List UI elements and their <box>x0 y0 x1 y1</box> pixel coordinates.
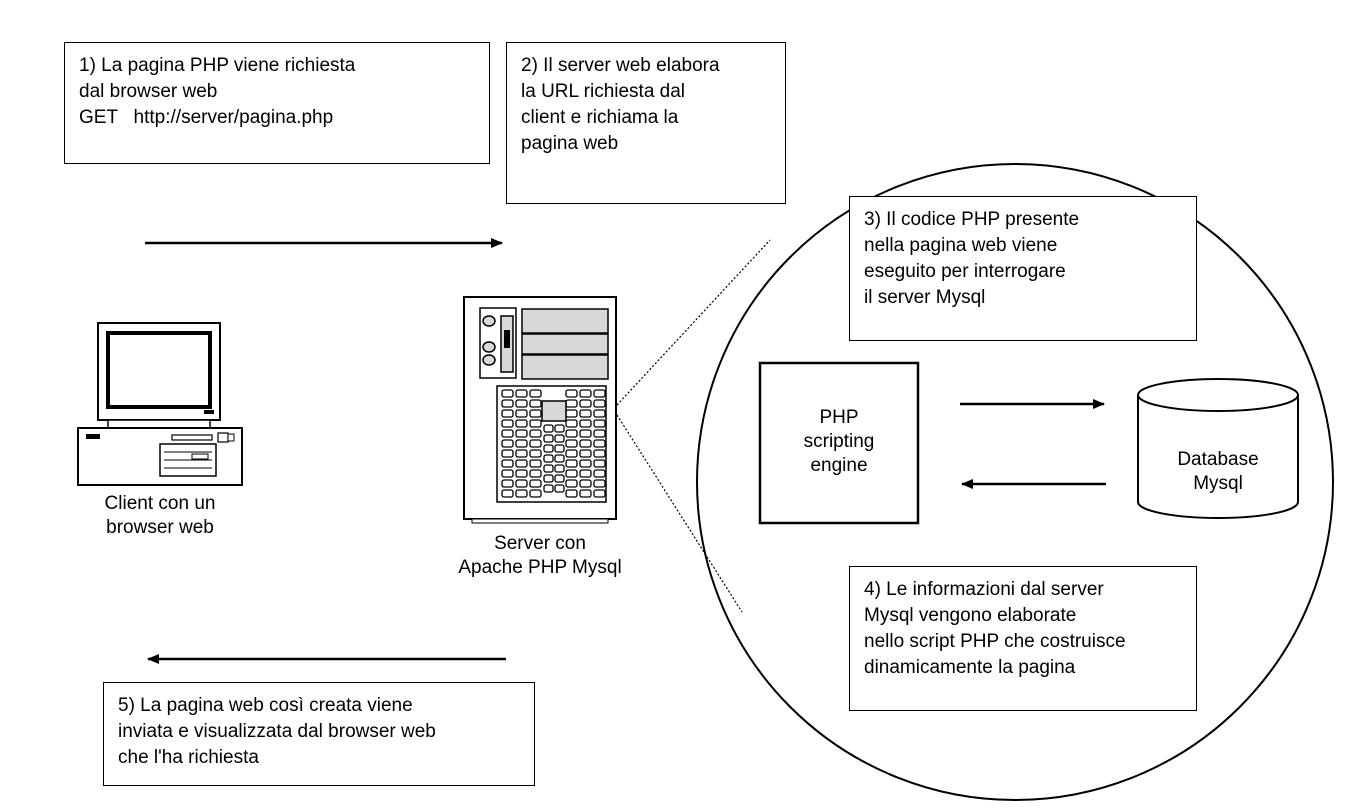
server-grid-cell <box>529 449 542 458</box>
database-icon <box>1137 378 1299 519</box>
server-grid-cell <box>579 459 592 468</box>
server-grid-cell <box>593 489 606 498</box>
server-grid-cell <box>515 409 528 418</box>
server-grid-cell <box>565 479 578 488</box>
server-grid-cell <box>515 399 528 408</box>
server-grid-cell <box>593 389 606 398</box>
client-computer-icon <box>77 322 243 486</box>
server-grid-cell <box>565 469 578 478</box>
server-label: Server con Apache PHP Mysql <box>458 533 622 578</box>
server-grid-cell <box>579 469 592 478</box>
server-grid-cell <box>529 469 542 478</box>
server-grid-cell <box>529 389 542 398</box>
server-grid-cell <box>515 419 528 428</box>
php-engine-box <box>758 361 920 525</box>
server-grid-cell <box>579 479 592 488</box>
server-grid-cell <box>593 459 606 468</box>
server-grid-cell <box>579 419 592 428</box>
server-grid-cell <box>515 479 528 488</box>
server-grid-cell <box>565 399 578 408</box>
server-grid-cell <box>501 389 514 398</box>
server-grid-cell <box>593 429 606 438</box>
engine-label: PHP scripting engine <box>803 407 875 476</box>
server-grid-cell <box>554 424 565 433</box>
server-grid-cell <box>543 464 554 473</box>
server-grid-cell <box>543 444 554 453</box>
server-grid-cell <box>554 444 565 453</box>
server-grid-cell <box>579 439 592 448</box>
step3-box: 3) Il codice PHP presente nella pagina w… <box>849 196 1197 341</box>
server-grid-cell <box>501 469 514 478</box>
server-grid-cell <box>565 419 578 428</box>
server-grid-cell <box>515 489 528 498</box>
server-grid-cell <box>579 429 592 438</box>
server-grid-cell <box>579 409 592 418</box>
server-grid-cell <box>543 424 554 433</box>
zoom-circle <box>696 163 1334 801</box>
server-grid-cell <box>565 439 578 448</box>
server-grid-cell <box>565 389 578 398</box>
server-grid-cell <box>529 479 542 488</box>
server-grid-cell <box>529 399 542 408</box>
step4-box: 4) Le informazioni dal server Mysql veng… <box>849 566 1197 711</box>
server-grid-cell <box>579 489 592 498</box>
server-grid-cell <box>501 479 514 488</box>
server-grid-cell <box>554 434 565 443</box>
server-grid-cell <box>515 449 528 458</box>
server-grid-cell <box>593 419 606 428</box>
server-grid-cell <box>515 389 528 398</box>
server-grid-cell <box>501 489 514 498</box>
step1-box: 1) La pagina PHP viene richiesta dal bro… <box>64 42 490 164</box>
server-grid-cell <box>515 459 528 468</box>
server-grid-cell <box>529 439 542 448</box>
server-grid-cell <box>554 464 565 473</box>
server-grid-cell <box>579 449 592 458</box>
server-grid-cell <box>593 409 606 418</box>
server-grid-cell <box>543 454 554 463</box>
server-grid-cell <box>501 399 514 408</box>
database-label: Database Mysql <box>1177 449 1259 494</box>
server-grid-cell <box>565 459 578 468</box>
server-grid-cell <box>515 469 528 478</box>
server-grid-cell <box>529 459 542 468</box>
server-grid-cell <box>579 399 592 408</box>
server-grid-cell <box>501 429 514 438</box>
server-grid-cell <box>579 389 592 398</box>
server-grid-cell <box>554 454 565 463</box>
server-grid-cell <box>529 429 542 438</box>
server-grid-cell <box>593 469 606 478</box>
server-grid-cell <box>565 409 578 418</box>
server-grid-cell <box>515 429 528 438</box>
server-grid-cell <box>554 484 565 493</box>
server-grid-cell <box>593 439 606 448</box>
server-grid-cell <box>529 489 542 498</box>
server-grid-cell <box>501 419 514 428</box>
server-tower-icon <box>463 296 617 524</box>
server-grid-cell <box>565 489 578 498</box>
server-grid-cell <box>529 409 542 418</box>
server-grid-cell <box>593 399 606 408</box>
server-grid-cell <box>529 419 542 428</box>
zoom-line-bottom <box>616 414 743 613</box>
server-grid-cell <box>543 484 554 493</box>
server-grid-cell <box>501 439 514 448</box>
server-grid-cell <box>593 449 606 458</box>
server-grid-cell <box>501 459 514 468</box>
server-grid-cell <box>565 449 578 458</box>
server-grid-cell <box>593 479 606 488</box>
server-grid-cell <box>543 434 554 443</box>
server-grid-cell <box>515 439 528 448</box>
server-grid-cell <box>501 449 514 458</box>
step5-box: 5) La pagina web così creata viene invia… <box>103 682 535 786</box>
server-grid-cell <box>501 409 514 418</box>
server-grid-cell <box>565 429 578 438</box>
zoom-line-top <box>616 239 771 406</box>
server-grid-cell <box>554 474 565 483</box>
step2-box: 2) Il server web elabora la URL richiest… <box>506 42 786 204</box>
client-label: Client con un browser web <box>104 493 216 538</box>
server-grid-cell <box>543 474 554 483</box>
